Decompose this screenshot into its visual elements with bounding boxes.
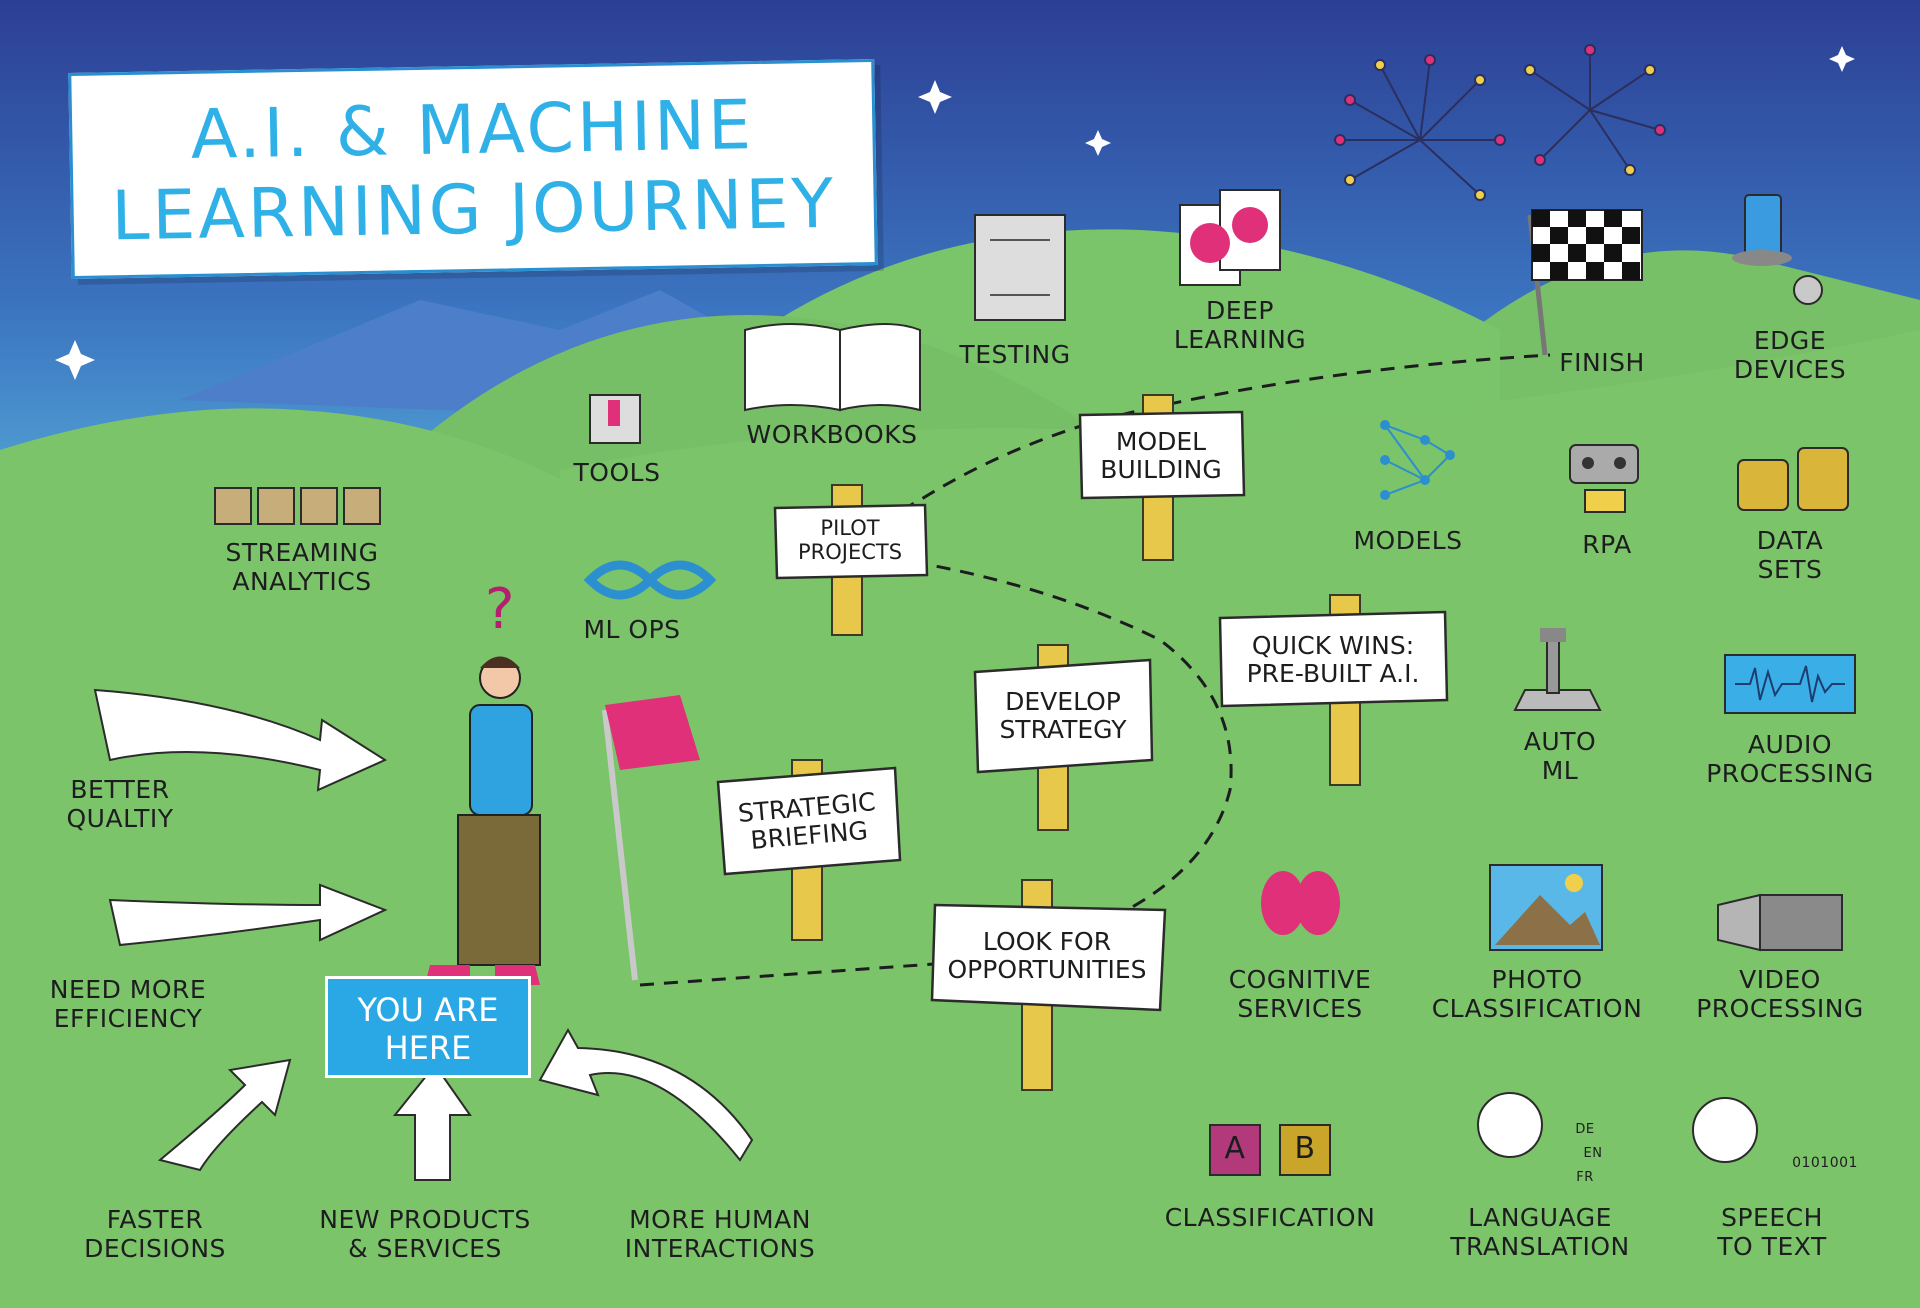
arrow-better-quality xyxy=(93,688,388,792)
label-edge-devices: EDGE DEVICES xyxy=(1733,326,1847,384)
label-need-more-efficiency: NEED MORE EFFICIENCY xyxy=(49,975,207,1033)
arrow-new-products xyxy=(392,1063,472,1181)
arrow-faster xyxy=(157,1058,292,1172)
board-strategic-briefing xyxy=(716,766,902,876)
label-auto-ml: AUTO ML xyxy=(1523,727,1597,785)
label-classification: CLASSIFICATION xyxy=(1164,1203,1376,1232)
arrows xyxy=(93,688,754,1181)
label-finish: FINISH xyxy=(1559,348,1645,377)
lang-de: DE xyxy=(1575,1122,1595,1137)
label-more-human: MORE HUMAN INTERACTIONS xyxy=(624,1205,816,1263)
you-are-here-badge: YOU ARE HERE xyxy=(325,976,531,1078)
label-better-quality: BETTER QUALTIY xyxy=(66,775,174,833)
sign-strategic-briefing: STRATEGIC BRIEFING xyxy=(736,787,877,856)
lang-en: EN xyxy=(1583,1146,1603,1161)
block-b-icon xyxy=(1279,1124,1331,1176)
deep-learning-brain-icon xyxy=(1179,189,1281,286)
photo-icon xyxy=(1489,864,1603,951)
star xyxy=(55,340,95,380)
board-develop-strategy xyxy=(973,658,1154,774)
streaming-analytics-icon xyxy=(214,487,381,525)
journey-path xyxy=(639,353,1551,987)
cognitive-brain-icon xyxy=(1261,871,1340,935)
label-language-translation: LANGUAGE TRANSLATION xyxy=(1450,1203,1630,1261)
rpa-robot-icon xyxy=(1569,444,1639,513)
page-title: A.I. & MACHINE LEARNING JOURNEY xyxy=(72,84,875,258)
question-mark: ? xyxy=(484,577,516,642)
label-streaming-analytics: STREAMING ANALYTICS xyxy=(225,538,379,596)
tools-icon xyxy=(589,394,641,444)
label-rpa: RPA xyxy=(1582,530,1632,559)
label-video-processing: VIDEO PROCESSING xyxy=(1696,965,1864,1023)
finish-flag-icon xyxy=(1527,209,1643,356)
block-a-icon xyxy=(1209,1124,1261,1176)
speech-head-icon xyxy=(1692,1097,1758,1163)
auto-ml-lever-icon xyxy=(1513,628,1602,711)
board-opportunities xyxy=(930,903,1167,1012)
block-b-letter: B xyxy=(1294,1131,1316,1166)
fireworks-icon xyxy=(1334,44,1666,201)
audio-waveform-icon xyxy=(1724,654,1856,714)
data-sets-icon xyxy=(1737,447,1849,511)
testing-document-icon xyxy=(974,214,1066,321)
video-camera-icon xyxy=(1717,893,1843,952)
workbook-icon xyxy=(744,323,921,412)
language-head-icon xyxy=(1477,1092,1543,1158)
label-models: MODELS xyxy=(1353,526,1463,555)
block-a-letter: A xyxy=(1224,1131,1246,1166)
board-quick-wins xyxy=(1218,610,1449,708)
sign-look-for-opportunities: LOOK FOR OPPORTUNITIES xyxy=(947,927,1147,984)
models-network-icon xyxy=(1380,420,1455,500)
label-speech-to-text: SPEECH TO TEXT xyxy=(1717,1203,1827,1261)
label-new-products: NEW PRODUCTS & SERVICES xyxy=(319,1205,531,1263)
lang-fr: FR xyxy=(1576,1170,1594,1185)
star xyxy=(918,80,952,114)
ml-ops-infinity-icon xyxy=(583,560,717,600)
arrow-human xyxy=(538,1027,754,1162)
start-flag-icon xyxy=(602,695,700,981)
label-photo-classification: PHOTO CLASSIFICATION xyxy=(1431,965,1643,1023)
star xyxy=(1085,130,1111,156)
board-pilot-projects xyxy=(773,503,929,580)
title-banner: A.I. & MACHINE LEARNING JOURNEY xyxy=(68,58,878,280)
star xyxy=(1829,46,1855,72)
sign-boards xyxy=(716,410,1449,1012)
label-audio-processing: AUDIO PROCESSING xyxy=(1706,730,1874,788)
label-deep-learning: DEEP LEARNING xyxy=(1173,296,1307,354)
sign-quick-wins: QUICK WINS: PRE-BUILT A.I. xyxy=(1246,631,1420,688)
you-are-here-label: YOU ARE HERE xyxy=(357,991,499,1067)
label-faster-decisions: FASTER DECISIONS xyxy=(84,1205,226,1263)
sign-model-building: MODEL BUILDING xyxy=(1100,427,1222,484)
edge-devices-icon xyxy=(1732,194,1823,305)
board-model-building xyxy=(1078,410,1246,500)
label-testing: TESTING xyxy=(959,340,1071,369)
arrow-efficiency xyxy=(108,883,388,947)
label-ml-ops: ML OPS xyxy=(583,615,681,644)
title-line-1: A.I. & MACHINE xyxy=(189,86,755,175)
person-figure xyxy=(425,656,541,985)
label-data-sets: DATA SETS xyxy=(1756,526,1824,584)
label-cognitive-services: COGNITIVE SERVICES xyxy=(1228,965,1372,1023)
sign-develop-strategy: DEVELOP STRATEGY xyxy=(999,687,1127,744)
label-tools: TOOLS xyxy=(573,458,661,487)
stars xyxy=(55,46,1855,380)
label-workbooks: WORKBOOKS xyxy=(746,420,918,449)
binary-text: 0101001 xyxy=(1792,1155,1858,1171)
sign-pilot-projects: PILOT PROJECTS xyxy=(797,516,903,564)
title-line-2: LEARNING JOURNEY xyxy=(110,164,837,257)
